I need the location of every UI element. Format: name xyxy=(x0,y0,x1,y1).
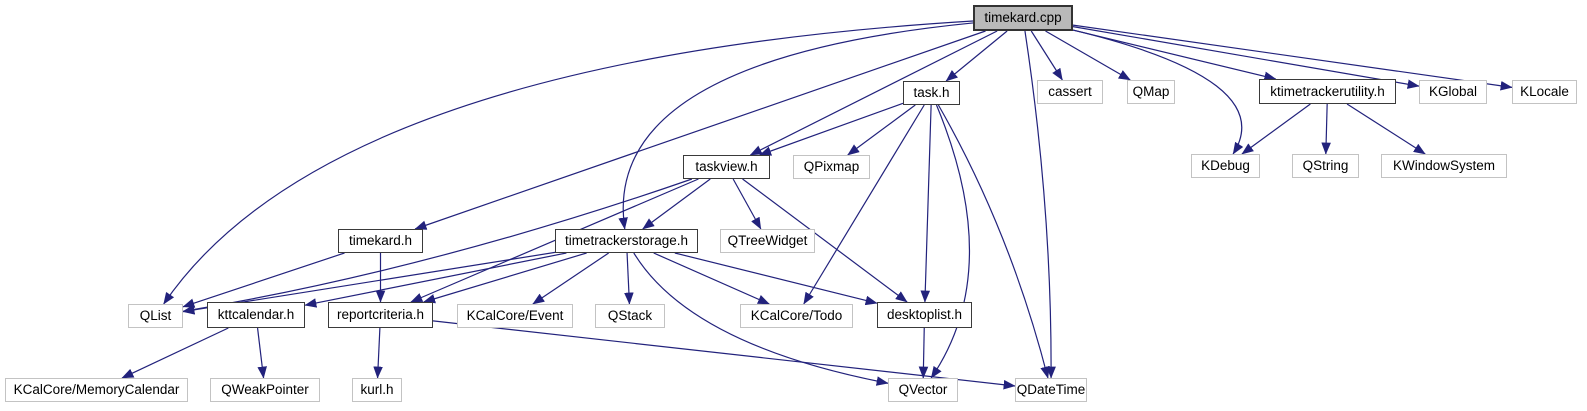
node-cassert: cassert xyxy=(1037,80,1103,104)
node-qlist: QList xyxy=(128,304,183,328)
edge-timekard-cpp-to-kdebug xyxy=(1072,29,1244,155)
edge-task-h-to-qdatetime xyxy=(937,104,1050,379)
node-qtreewidget: QTreeWidget xyxy=(720,229,815,253)
edge-kttcalendar-h-to-qweakpointer xyxy=(256,327,267,379)
edge-taskview-h-to-reportcriteria-h xyxy=(410,178,699,303)
node-qweakpointer: QWeakPointer xyxy=(210,378,320,402)
node-kttcalendar-h[interactable]: kttcalendar.h xyxy=(207,302,305,328)
edge-taskview-h-to-desktoplist-h xyxy=(742,178,908,303)
edge-ktimetrackerutility-h-to-kdebug xyxy=(1241,103,1311,155)
node-desktoplist-h[interactable]: desktoplist.h xyxy=(877,302,972,328)
node-task-h[interactable]: task.h xyxy=(903,81,960,105)
edge-timetrackerstorage-h-to-qstack xyxy=(624,252,634,305)
edge-timetrackerstorage-h-to-reportcriteria-h xyxy=(423,252,587,304)
node-timekard-h[interactable]: timekard.h xyxy=(338,229,423,253)
edge-timekard-cpp-to-timetrackerstorage-h xyxy=(618,22,974,230)
edge-timekard-cpp-to-task-h xyxy=(945,30,1008,82)
node-klocale: KLocale xyxy=(1512,80,1577,104)
edge-timetrackerstorage-h-to-desktoplist-h xyxy=(674,252,878,306)
edge-ktimetrackerutility-h-to-qstring xyxy=(1321,103,1331,155)
edge-timekard-cpp-to-qmap xyxy=(1045,30,1131,81)
node-kglobal: KGlobal xyxy=(1419,80,1487,104)
edge-task-h-to-desktoplist-h xyxy=(920,104,932,303)
node-reportcriteria-h[interactable]: reportcriteria.h xyxy=(328,302,433,328)
node-qstack: QStack xyxy=(595,304,665,328)
edge-timekard-cpp-to-taskview-h xyxy=(749,30,998,156)
edge-reportcriteria-h-to-qdatetime xyxy=(432,320,1016,390)
node-timekard-cpp: timekard.cpp xyxy=(973,5,1073,31)
edge-timekard-cpp-to-qlist xyxy=(163,20,974,305)
edge-task-h-to-qvector xyxy=(930,104,971,379)
node-qpixmap: QPixmap xyxy=(793,155,870,179)
edge-task-h-to-kcalcore-todo xyxy=(803,104,925,305)
edge-timekard-cpp-to-qdatetime xyxy=(1024,30,1056,379)
edge-timetrackerstorage-h-to-qvector xyxy=(633,252,889,386)
edge-timekard-cpp-to-timekard-h xyxy=(414,30,986,230)
edge-ktimetrackerutility-h-to-kwindowsystem xyxy=(1346,103,1426,155)
edge-timetrackerstorage-h-to-kttcalendar-h xyxy=(304,252,567,308)
edge-timekard-h-to-qlist xyxy=(182,252,345,308)
edge-taskview-h-to-qtreewidget xyxy=(732,178,762,230)
node-kcalcore-event: KCalCore/Event xyxy=(457,304,573,328)
node-qstring: QString xyxy=(1292,154,1359,178)
node-kcalcore-todo: KCalCore/Todo xyxy=(740,304,853,328)
edge-timekard-cpp-to-klocale xyxy=(1072,24,1513,91)
node-ktimetrackerutility-h[interactable]: ktimetrackerutility.h xyxy=(1259,79,1396,104)
edge-group xyxy=(121,20,1513,390)
node-qdatetime: QDateTime xyxy=(1015,378,1087,402)
edge-timekard-cpp-to-kglobal xyxy=(1072,26,1420,89)
edge-task-h-to-qpixmap xyxy=(847,104,916,156)
edge-timetrackerstorage-h-to-qlist xyxy=(182,251,556,315)
node-kdebug: KDebug xyxy=(1191,154,1260,178)
edge-timekard-cpp-to-ktimetrackerutility-h xyxy=(1072,29,1277,81)
node-timetrackerstorage-h[interactable]: timetrackerstorage.h xyxy=(555,229,698,253)
edge-taskview-h-to-qlist xyxy=(182,178,693,315)
edge-kttcalendar-h-to-kcalcore-memorycalendar xyxy=(121,327,229,379)
node-kurl-h: kurl.h xyxy=(352,378,402,402)
node-qmap: QMap xyxy=(1127,80,1175,104)
edge-timekard-cpp-to-cassert xyxy=(1030,30,1063,81)
node-taskview-h[interactable]: taskview.h xyxy=(683,155,770,179)
edge-timetrackerstorage-h-to-kcalcore-event xyxy=(532,252,609,305)
node-qvector: QVector xyxy=(888,378,958,402)
edge-taskview-h-to-timetrackerstorage-h xyxy=(642,178,711,230)
node-kwindowsystem: KWindowSystem xyxy=(1381,154,1507,178)
node-kcalcore-memorycalendar: KCalCore/MemoryCalendar xyxy=(5,378,188,402)
edge-timetrackerstorage-h-to-kcalcore-todo xyxy=(653,252,770,305)
edge-reportcriteria-h-to-kurl-h xyxy=(373,327,383,379)
edge-task-h-to-taskview-h xyxy=(759,102,904,156)
edge-desktoplist-h-to-qvector xyxy=(918,327,929,379)
